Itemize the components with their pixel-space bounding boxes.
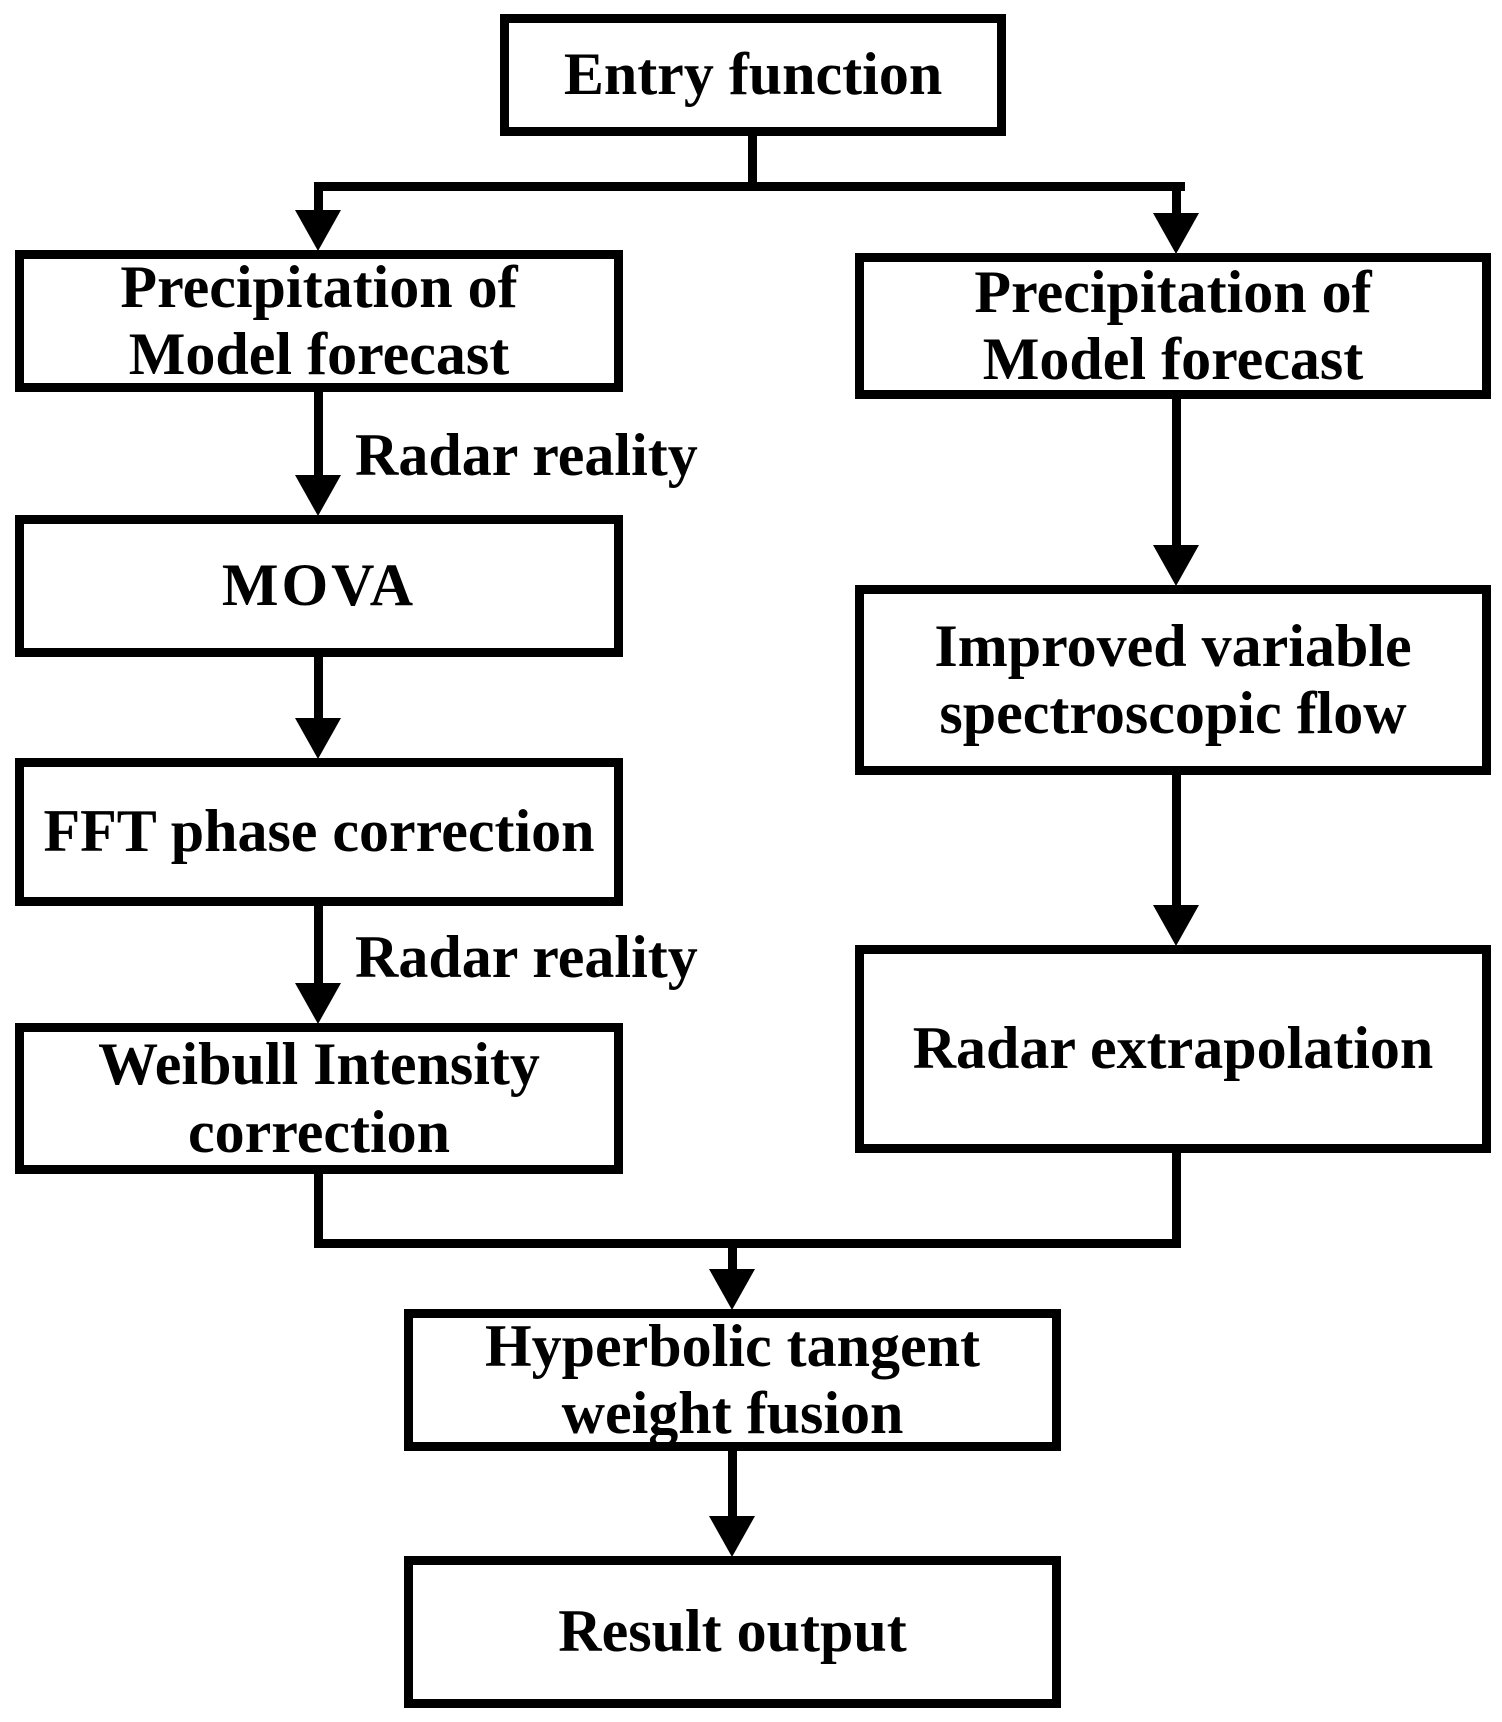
node-label-line1: Precipitation of	[120, 253, 518, 320]
connector-radar-extrapolation-to-junction	[1172, 1152, 1181, 1248]
node-label-line2: weight fusion	[561, 1380, 904, 1446]
node-precipitation-model-forecast-right: Precipitation of Model forecast	[855, 253, 1491, 399]
connector-mova-to-fft	[314, 656, 323, 722]
node-label: Radar extrapolation	[912, 1015, 1434, 1082]
node-label: Result output	[558, 1598, 907, 1665]
node-label-line1: Weibull Intensity	[98, 1031, 540, 1098]
node-label: Entry function	[563, 41, 943, 108]
node-label-line2: correction	[187, 1098, 451, 1165]
node-label-line2: Model forecast	[982, 326, 1364, 392]
connector-split-to-precip-right	[1172, 182, 1181, 218]
connector-junction-to-hyperbolic	[728, 1239, 737, 1273]
node-label-line1: Precipitation of	[974, 258, 1372, 325]
connector-precip-left-to-mova	[314, 391, 323, 479]
connector-split-to-precip-left	[314, 182, 323, 215]
arrow-head-into-fft	[295, 718, 341, 759]
connector-entry-stub	[748, 134, 757, 191]
node-label-line1: Hyperbolic tangent	[485, 1312, 980, 1379]
node-result-output: Result output	[404, 1556, 1061, 1708]
node-label-line1: Improved variable	[934, 612, 1412, 679]
arrow-head-into-result	[709, 1516, 755, 1557]
arrow-head-into-improved	[1153, 545, 1199, 586]
node-mova: MOVA	[15, 515, 623, 657]
node-radar-extrapolation: Radar extrapolation	[855, 945, 1491, 1153]
connector-junction-horizontal	[314, 1239, 1181, 1248]
connector-weibull-to-junction	[314, 1173, 323, 1248]
node-label: FFT phase correction	[43, 798, 595, 865]
connector-precip-right-to-improved	[1172, 398, 1181, 549]
edge-label-radar-reality-2: Radar reality	[355, 924, 698, 990]
connector-improved-to-radar-extrapolation	[1172, 774, 1181, 909]
node-label-line2: spectroscopic flow	[939, 680, 1407, 746]
node-label: MOVA	[221, 552, 417, 619]
arrow-head-into-hyperbolic	[709, 1269, 755, 1310]
arrow-head-into-precip-left	[295, 210, 341, 251]
arrow-head-into-weibull	[295, 983, 341, 1024]
node-weibull-intensity-correction: Weibull Intensity correction	[15, 1023, 623, 1174]
node-entry-function: Entry function	[500, 14, 1006, 136]
connector-fft-to-weibull	[314, 905, 323, 987]
node-hyperbolic-tangent-weight-fusion: Hyperbolic tangent weight fusion	[404, 1309, 1061, 1451]
arrow-head-into-precip-right	[1153, 213, 1199, 254]
node-label-line2: Model forecast	[128, 321, 510, 387]
arrow-head-into-radar-extrapolation	[1153, 905, 1199, 946]
connector-hyperbolic-to-result	[728, 1450, 737, 1520]
node-precipitation-model-forecast-left: Precipitation of Model forecast	[15, 250, 623, 392]
arrow-head-into-mova	[295, 475, 341, 516]
edge-label-radar-reality-1: Radar reality	[355, 422, 698, 488]
connector-split-horizontal	[314, 182, 1185, 191]
node-fft-phase-correction: FFT phase correction	[15, 758, 623, 906]
node-improved-variable-spectroscopic-flow: Improved variable spectroscopic flow	[855, 585, 1491, 775]
